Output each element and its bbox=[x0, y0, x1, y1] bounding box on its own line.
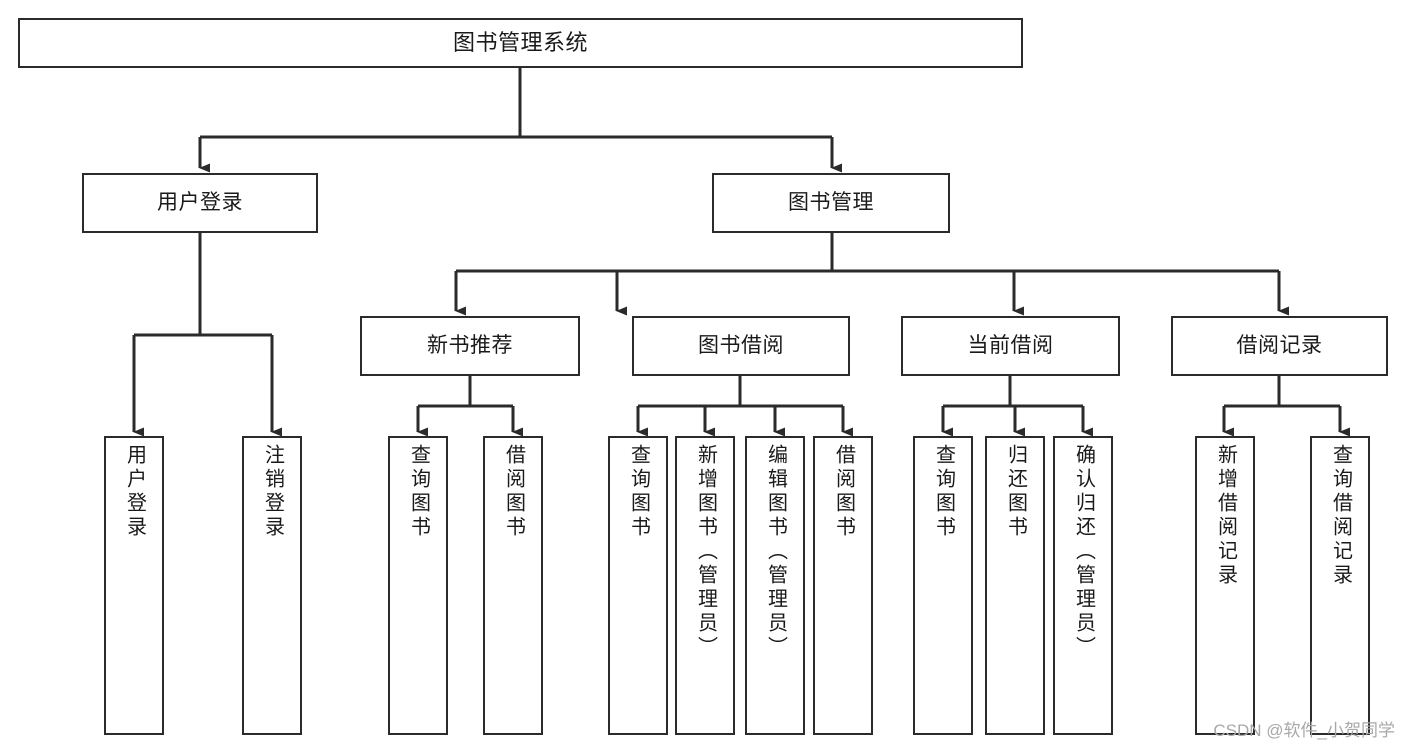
node-label: 图书管理系统 bbox=[452, 29, 588, 55]
node-leaf-logout[interactable]: 注销登录 bbox=[242, 436, 302, 735]
node-leaf-borrow-book-bb[interactable]: 借阅图书 bbox=[813, 436, 873, 735]
node-label: 编辑图书（管理员） bbox=[764, 444, 787, 660]
node-label: 用户登录 bbox=[123, 444, 146, 540]
node-book-management[interactable]: 图书管理 bbox=[712, 173, 950, 233]
node-book-borrow[interactable]: 图书借阅 bbox=[632, 316, 850, 376]
node-label: 图书管理 bbox=[788, 191, 874, 215]
node-label: 归还图书 bbox=[1004, 444, 1027, 540]
node-leaf-query-book-cb[interactable]: 查询图书 bbox=[913, 436, 973, 735]
node-leaf-query-borrow-record[interactable]: 查询借阅记录 bbox=[1310, 436, 1370, 735]
node-label: 新增借阅记录 bbox=[1214, 444, 1237, 588]
node-label: 用户登录 bbox=[157, 191, 243, 215]
node-label: 借阅记录 bbox=[1236, 334, 1323, 358]
node-leaf-user-login[interactable]: 用户登录 bbox=[104, 436, 164, 735]
node-label: 查询图书 bbox=[627, 444, 650, 540]
node-label: 借阅图书 bbox=[832, 444, 855, 540]
node-label: 查询图书 bbox=[932, 444, 955, 540]
node-label: 借阅图书 bbox=[502, 444, 525, 540]
node-leaf-edit-book-admin[interactable]: 编辑图书（管理员） bbox=[745, 436, 805, 735]
node-label: 查询借阅记录 bbox=[1329, 444, 1352, 588]
node-leaf-confirm-return-admin[interactable]: 确认归还（管理员） bbox=[1053, 436, 1113, 735]
node-label: 新书推荐 bbox=[427, 334, 513, 358]
node-leaf-query-book-bb[interactable]: 查询图书 bbox=[608, 436, 668, 735]
node-root-system[interactable]: 图书管理系统 bbox=[18, 18, 1023, 68]
node-current-borrow[interactable]: 当前借阅 bbox=[901, 316, 1120, 376]
node-label: 图书借阅 bbox=[698, 334, 784, 358]
node-label: 注销登录 bbox=[261, 444, 284, 540]
node-leaf-query-book-nb[interactable]: 查询图书 bbox=[388, 436, 448, 735]
node-new-book-recommend[interactable]: 新书推荐 bbox=[360, 316, 580, 376]
node-borrow-records[interactable]: 借阅记录 bbox=[1171, 316, 1388, 376]
node-user-login[interactable]: 用户登录 bbox=[82, 173, 318, 233]
node-label: 确认归还（管理员） bbox=[1072, 444, 1095, 660]
node-leaf-add-book-admin[interactable]: 新增图书（管理员） bbox=[675, 436, 735, 735]
node-label: 当前借阅 bbox=[967, 334, 1054, 358]
node-label: 新增图书（管理员） bbox=[694, 444, 717, 660]
node-leaf-borrow-book-nb[interactable]: 借阅图书 bbox=[483, 436, 543, 735]
node-leaf-return-book[interactable]: 归还图书 bbox=[985, 436, 1045, 735]
node-leaf-add-borrow-record[interactable]: 新增借阅记录 bbox=[1195, 436, 1255, 735]
node-label: 查询图书 bbox=[407, 444, 430, 540]
